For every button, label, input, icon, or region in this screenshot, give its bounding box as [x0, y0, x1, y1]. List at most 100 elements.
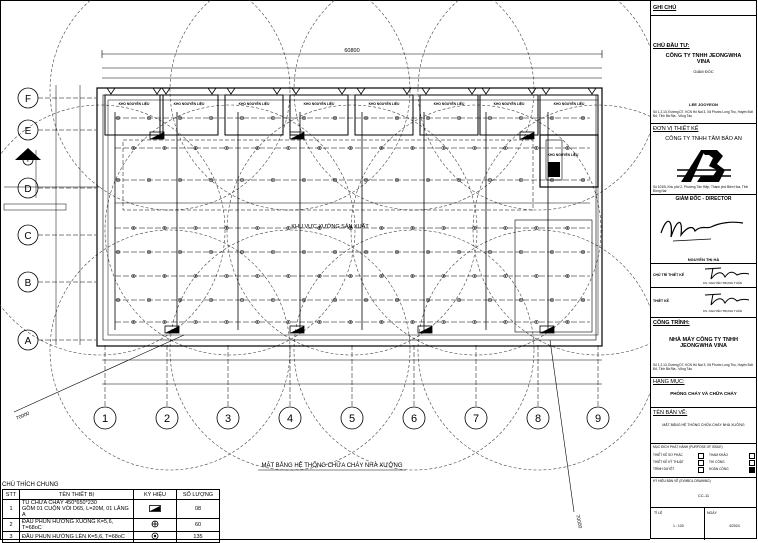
- roof-marker: [207, 87, 217, 95]
- diag-dim-right-text: 70000: [574, 514, 583, 529]
- sprinkler-head-dot: [504, 275, 507, 277]
- purpose-checklist: THIẾT KẾ SƠ PHÁC THIẾT KẾ KỸ THUẬT TRÌNH…: [651, 453, 756, 477]
- title-block: GHI CHÚ CHỦ ĐẦU TƯ: CÔNG TY TNHH JEONGWH…: [650, 0, 757, 540]
- building-outline: [96, 87, 603, 347]
- sprinkler-head-dot: [179, 117, 181, 119]
- checkbox-icon[interactable]: [698, 453, 704, 459]
- sprinkler-head-dot: [566, 147, 569, 149]
- sprinkler-head: [487, 297, 493, 303]
- sprinkler-head-dot: [504, 321, 507, 323]
- sprinkler-head: [224, 319, 229, 325]
- checkbox-icon[interactable]: [698, 467, 704, 473]
- divider: [651, 407, 756, 408]
- sprinkler-head-dot: [225, 147, 228, 149]
- sprinkler-head: [301, 177, 307, 183]
- purpose-label: THIẾT KẾ SƠ PHÁC: [653, 453, 683, 457]
- coverage-circle: [0, 104, 226, 356]
- sprinkler-head-dot: [411, 147, 414, 149]
- room-label: KHO NGUYÊN LIỆU: [434, 101, 465, 106]
- sprinkler-head: [255, 145, 260, 151]
- legend-qty: 60: [176, 518, 220, 532]
- sprinkler-head-dot: [272, 299, 274, 301]
- sprinkler-head: [425, 297, 431, 303]
- purpose-item: THIẾT KẾ KỸ THUẬT: [653, 460, 684, 464]
- sprinkler-head-dot: [132, 227, 135, 229]
- sprinkler-head-dot: [582, 299, 584, 301]
- sprinkler-head: [394, 249, 400, 255]
- sprinkler-head: [317, 319, 322, 325]
- grid-column-label: 2: [164, 413, 170, 425]
- sprinkler-head: [131, 319, 136, 325]
- sprinkler-head: [363, 177, 369, 183]
- investor-address: Số 1,2,13, Đường D7, KCN Hố Nai 3, Xã Ph…: [653, 110, 753, 118]
- director-name: NGUYỄN THỊ HÀ: [687, 257, 720, 262]
- coverage-circle: [472, 104, 650, 356]
- sprinkler-head-dot: [535, 147, 538, 149]
- checkbox-icon[interactable]: [749, 453, 755, 459]
- sprinkler-heads: [115, 115, 586, 325]
- legend-title: CHÚ THÍCH CHUNG: [2, 482, 59, 488]
- room-label: KHO NGUYÊN LIỆU: [369, 101, 400, 106]
- sprinkler-head: [177, 115, 183, 121]
- sprinkler-head: [534, 319, 539, 325]
- sprinkler-head: [162, 225, 167, 231]
- sprinkler-head: [348, 145, 353, 151]
- coverage-circle: [417, 229, 650, 471]
- sprinkler-head: [549, 297, 555, 303]
- sprinkler-head-dot: [210, 299, 212, 301]
- legend: CHÚ THÍCH CHUNG STT TÊN THIẾT BỊ KÝ HIỆU…: [2, 482, 220, 543]
- project-address: Số 1,2,13, Đường D7, KCN Hố Nai 3, Xã Ph…: [653, 363, 753, 371]
- storage-room: [354, 94, 414, 136]
- sprinkler-head-dot: [442, 321, 445, 323]
- sprinkler-head: [441, 319, 446, 325]
- sprinkler-head: [549, 249, 555, 255]
- sprinkler-head: [503, 145, 508, 151]
- sprinkler-head-dot: [520, 299, 522, 301]
- sprinkler-head: [208, 177, 214, 183]
- grid-row-label: A: [25, 336, 32, 347]
- sprinkler-head-dot: [318, 321, 321, 323]
- sprinkler-head-dot: [582, 251, 584, 253]
- grid-column-bubble: [586, 406, 610, 430]
- sprinkler-head-dot: [427, 179, 429, 181]
- checkbox-checked-icon[interactable]: [749, 467, 755, 473]
- sprinkler-head-dot: [473, 147, 476, 149]
- sprinkler-head: [565, 319, 570, 325]
- divider: [651, 287, 756, 288]
- drawing-name: MẶT BẰNG HỆ THỐNG CHỮA CHÁY NHÀ XƯỞNG: [662, 423, 745, 427]
- sprinkler-head: [410, 225, 415, 231]
- sprinkler-head-dot: [380, 275, 383, 277]
- storage-room: [289, 94, 349, 136]
- designer-address: Số 103/5, Khu phố 2, Phường Tân Hiệp, Th…: [653, 185, 749, 193]
- sprinkler-head: [270, 297, 276, 303]
- roof-marker: [587, 87, 597, 95]
- checkbox-icon[interactable]: [749, 460, 755, 466]
- sprinkler-head: [580, 297, 586, 303]
- checkbox-icon[interactable]: [698, 460, 704, 466]
- sprinkler-head-dot: [287, 321, 290, 323]
- sprinkler-head-dot: [396, 299, 398, 301]
- sprinkler-head-dot: [458, 299, 460, 301]
- sprinkler-head-dot: [132, 147, 135, 149]
- sprinkler-head: [518, 249, 524, 255]
- roof-marker: [337, 87, 347, 95]
- purpose-label: TRÌNH DUYỆT: [653, 467, 675, 471]
- divider: [651, 194, 756, 195]
- legend-header-name: TÊN THIẾT BỊ: [19, 489, 134, 500]
- sprinkler-head: [379, 145, 384, 151]
- sprinkler-head-dot: [520, 179, 522, 181]
- purpose-item: HOÀN CÔNG: [709, 467, 729, 471]
- sprinkler-head-dot: [411, 275, 414, 277]
- legend-row: 3 ĐẦU PHUN HƯỚNG LÊN K=5,6, T=68oC 135: [2, 531, 220, 543]
- sprinkler-head: [146, 249, 152, 255]
- sprinkler-head: [549, 177, 555, 183]
- sprinkler-head-dot: [256, 275, 259, 277]
- sprinkler-head: [518, 177, 524, 183]
- project-name: NHÀ MÁY CÔNG TY TNHH JEONGWHA VINA: [669, 337, 738, 349]
- sprinkler-head-dot: [365, 179, 367, 181]
- sprinkler-head-dot: [566, 275, 569, 277]
- storage-room: [104, 94, 164, 136]
- roof-marker: [152, 87, 162, 95]
- legend-device-line: TỦ CHỮA CHÁY 450*650*230: [22, 500, 97, 506]
- sprinkler-head-dot: [535, 275, 538, 277]
